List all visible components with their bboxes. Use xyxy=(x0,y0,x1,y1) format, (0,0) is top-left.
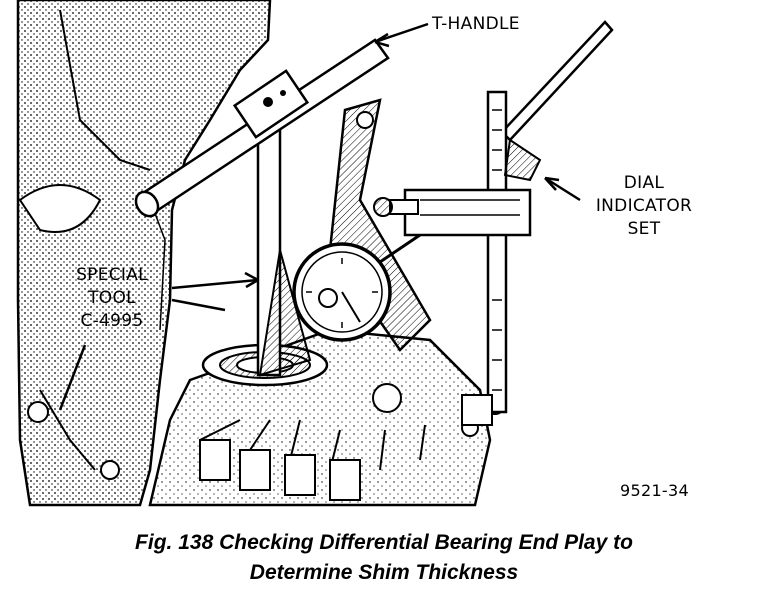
special-tool-label-line2: TOOL xyxy=(88,288,136,308)
figure-caption: Fig. 138 Checking Differential Bearing E… xyxy=(0,528,768,588)
t-handle-label: T-HANDLE xyxy=(432,14,520,34)
transmission-case xyxy=(16,0,272,507)
t-handle xyxy=(134,38,390,218)
special-tool-label-line1: SPECIAL xyxy=(76,265,148,285)
dial-indicator-set xyxy=(373,20,614,426)
special-tool-label-line3: C-4995 xyxy=(80,311,144,331)
caption-line1: Fig. 138 Checking Differential Bearing E… xyxy=(135,531,633,554)
arrow-t-handle xyxy=(374,22,429,44)
illustration xyxy=(16,0,614,507)
caption-line2: Determine Shim Thickness xyxy=(249,561,519,584)
dial-indicator-gauge xyxy=(292,233,421,342)
special-tool-label: SPECIAL TOOL C-4995 xyxy=(56,264,168,333)
figure-code: 9521-34 xyxy=(620,481,689,500)
arrow-special-tool-1 xyxy=(171,278,259,290)
dial-indicator-label: DIAL INDICATOR SET xyxy=(584,172,704,241)
arrow-dial-indicator xyxy=(544,176,581,202)
special-tool-c4995 xyxy=(256,108,312,377)
arrow-special-tool-2 xyxy=(171,298,226,312)
dial-indicator-label-line1: DIAL xyxy=(623,173,665,193)
leader-arrows xyxy=(58,22,581,411)
arrow-special-tool-3 xyxy=(58,344,87,411)
dial-indicator-label-line3: SET xyxy=(627,219,661,239)
dial-indicator-label-line2: INDICATOR xyxy=(595,196,693,216)
differential-housing xyxy=(148,328,505,507)
